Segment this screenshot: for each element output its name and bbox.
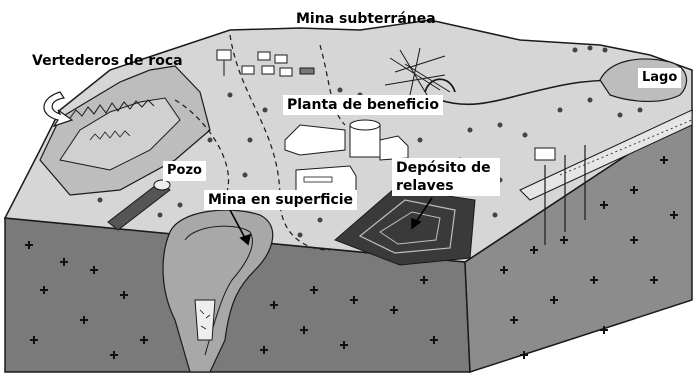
label-open-pit-mine: Mina en superficie — [204, 190, 358, 210]
label-shaft: Pozo — [163, 161, 206, 181]
stream — [439, 79, 621, 106]
processing-plant — [284, 119, 409, 193]
rock-symbols-right — [500, 156, 678, 359]
label-tailings-line1: Depósito de — [396, 160, 491, 176]
label-tailings-line2: relaves — [396, 178, 454, 194]
right-side-strata — [519, 109, 693, 245]
camp-buildings — [216, 49, 315, 77]
rock-symbols-front — [25, 241, 438, 359]
label-underground-mine: Mina subterránea — [296, 11, 436, 27]
trees — [97, 45, 643, 238]
label-rock-dumps: Vertederos de roca — [32, 53, 183, 69]
label-lake: Lago — [638, 68, 682, 88]
curved-arrow-icon — [43, 91, 74, 128]
shaft — [107, 179, 171, 231]
underground-mine-workings — [384, 47, 456, 101]
label-tailings-deposit: Depósito de relaves — [392, 158, 500, 196]
leader-arrows — [229, 197, 433, 246]
open-pit-mine — [162, 209, 274, 373]
tailings-deposit — [334, 187, 476, 266]
label-processing-plant: Planta de beneficio — [283, 95, 443, 115]
